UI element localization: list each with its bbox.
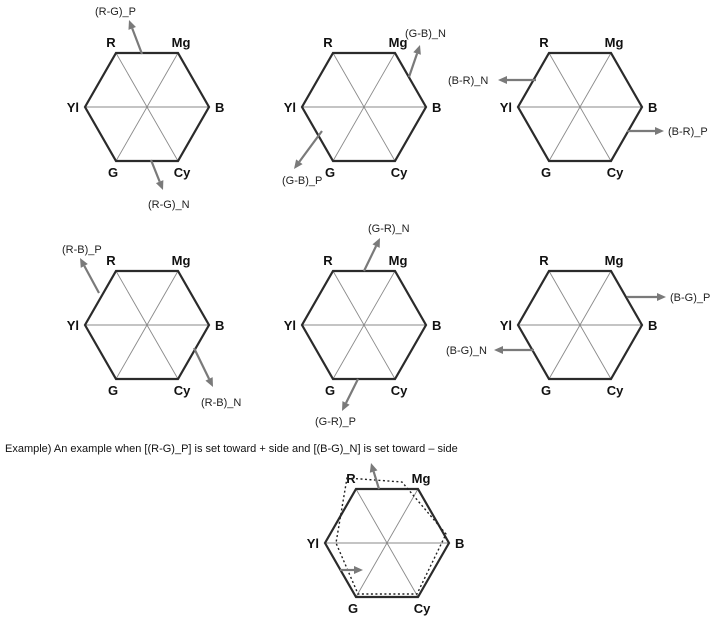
hexagon-outline [300,51,428,163]
vertex-label-g: G [325,165,335,180]
vertex-label-g: G [108,165,118,180]
vertex-label-mg: Mg [389,253,408,268]
vertex-label-cy: Cy [174,383,191,398]
vertex-label-g: G [348,601,358,616]
arrow-label: (B-G)_N [446,345,487,357]
vertex-label-cy: Cy [391,165,408,180]
arrow-label: (B-R)_N [448,75,488,87]
hexagon-bg: R MgB Cy G Yl (B-G)_P (B-G)_N [446,253,710,398]
arrow-rb-n [193,347,213,387]
vertex-label-yl: Yl [500,100,512,115]
arrow-br-n [498,76,536,84]
vertex-label-mg: Mg [412,471,431,486]
vertex-label-yl: Yl [284,100,296,115]
vertex-label-cy: Cy [607,165,624,180]
vertex-label-yl: Yl [67,318,79,333]
arrow-rg-n [149,159,164,190]
vertex-label-b: B [215,318,224,333]
vertex-label-r: R [539,35,549,50]
vertex-label-b: B [432,318,441,333]
arrow-label: (R-G)_P [95,6,136,18]
hexagon-outline [323,487,451,599]
hexagon-outline [83,51,211,163]
hexagon-outline [516,51,644,163]
vertex-label-yl: Yl [284,318,296,333]
hexagon-rg: R MgB Cy G Yl (R-G)_P (R-G)_N [67,6,225,211]
vertex-label-r: R [323,253,333,268]
vertex-label-g: G [325,383,335,398]
vertex-label-r: R [106,35,116,50]
arrow-label: (B-G)_P [670,292,710,304]
arrow-br-p [627,127,664,135]
hexagon-br: R MgB Cy G Yl (B-R)_N (B-R)_P [448,35,708,180]
vertex-label-r: R [323,35,333,50]
vertex-label-yl: Yl [307,536,319,551]
vertex-label-g: G [108,383,118,398]
vertex-label-mg: Mg [605,35,624,50]
vertex-label-cy: Cy [607,383,624,398]
vertex-label-cy: Cy [414,601,431,616]
vertex-label-cy: Cy [174,165,191,180]
vertex-label-r: R [106,253,116,268]
arrow-rg-p [128,20,144,55]
arrow-label: (R-B)_N [201,397,241,409]
hexagon-outline [83,269,211,381]
hexagon-gr: R MgB Cy G Yl (G-R)_N (G-R)_P [284,223,442,428]
vertex-label-b: B [648,318,657,333]
hexagon-gb: R MgB Cy G Yl (G-B)_N (G-B)_P [282,28,446,187]
vertex-label-mg: Mg [172,35,191,50]
arrow-label: (G-B)_N [405,28,446,40]
distorted-hexagon-outline [335,477,447,595]
example-caption: Example) An example when [(R-G)_P] is se… [5,443,458,455]
vertex-label-b: B [455,536,464,551]
vertex-label-yl: Yl [67,100,79,115]
arrow-label: (G-B)_P [282,175,322,187]
arrow-gb-n [407,45,421,78]
arrow-example-bg-n [340,566,363,574]
vertex-label-b: B [215,100,224,115]
arrow-label: (R-G)_N [148,199,190,211]
vertex-label-mg: Mg [605,253,624,268]
vertex-label-cy: Cy [391,383,408,398]
arrow-bg-p [627,293,666,301]
vertex-label-r: R [539,253,549,268]
hexagon-outline [300,269,428,381]
vertex-label-g: G [541,165,551,180]
vertex-label-mg: Mg [172,253,191,268]
hexagon-example: R MgB Cy G Yl [307,463,464,616]
arrow-label: (G-R)_N [368,223,410,235]
arrow-label: (R-B)_P [62,244,102,256]
arrow-gr-n [363,238,380,272]
arrow-bg-n [494,346,534,354]
arrow-label: (B-R)_P [668,126,708,138]
vertex-label-mg: Mg [389,35,408,50]
arrow-gb-p [294,130,323,169]
vertex-label-yl: Yl [500,318,512,333]
arrow-label: (G-R)_P [315,416,356,428]
arrow-example-rg-p [369,463,381,490]
hexagon-rb: R MgB Cy G Yl (R-B)_P (R-B)_N [62,244,241,409]
vertex-label-b: B [432,100,441,115]
arrow-gr-p [342,378,359,411]
vertex-label-b: B [648,100,657,115]
hexagon-outline [516,269,644,381]
arrow-rb-p [80,258,100,294]
vertex-label-r: R [346,471,356,486]
vertex-label-g: G [541,383,551,398]
